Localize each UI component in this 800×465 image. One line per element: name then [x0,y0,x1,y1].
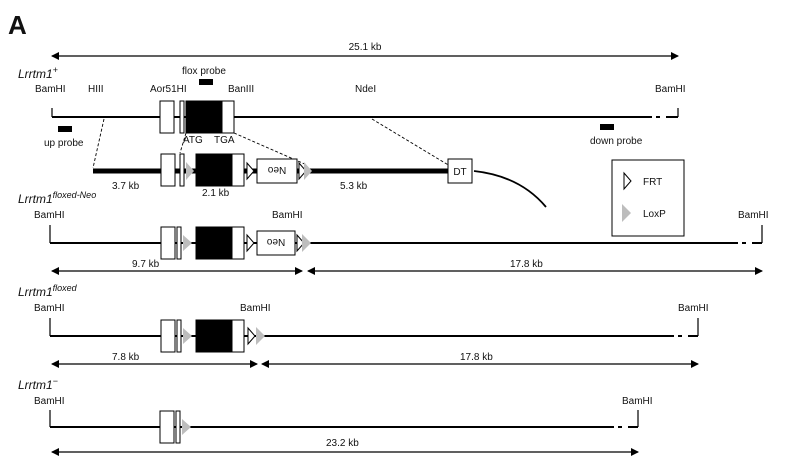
floxed-neo-frt-2 [296,233,305,253]
floxed-exon-1 [160,319,176,353]
vector-exon-2 [179,153,185,187]
floxed-neo-frt-1 [246,233,255,253]
legend-box [611,159,685,237]
vector-right-arm-kb: 5.3 kb [340,181,368,192]
wt-site-ndei: NdeI [355,84,376,95]
vector-frt-1 [246,161,255,181]
null-bamhi-right: BamHI [622,396,653,407]
down-probe-label: down probe [590,136,643,147]
vector-neo-cassette [256,158,298,184]
floxed-neo-loxp-1 [183,235,192,251]
null-total-kb: 23.2 kb [326,438,359,449]
null-allele: Lrrtm1− BamHI BamHI 23.2 kb [18,376,653,456]
flox-probe-label: flox probe [182,66,226,77]
legend-loxp-label: LoxP [643,209,666,220]
null-exon-1 [159,410,175,444]
vector-dt-cassette [447,158,473,184]
wt-exon-1 [159,100,175,134]
legend-frt-label: FRT [643,177,662,188]
wt-site-bamhi-right: BamHI [655,84,686,95]
wt-exon-3 [221,100,235,134]
tga-label: TGA [214,135,235,146]
vector-mid-kb: 2.1 kb [202,188,230,199]
flox-probe-bar [199,79,213,85]
wt-allele-name: Lrrtm1+ [18,65,58,81]
vector-neo-label: Neo [267,164,286,175]
homology-line-ndei [371,118,451,167]
floxed-neo-bamhi-mid: BamHI [272,210,303,221]
legend-loxp-icon [622,204,631,222]
floxed-neo-bamhi-left: BamHI [34,210,65,221]
homology-line-left [92,118,105,169]
floxed-coding-exon [195,319,233,353]
floxed-allele-name: Lrrtm1floxed [18,283,78,299]
null-loxp [182,419,191,435]
null-exon-2 [175,410,181,444]
vector-exon-3 [231,153,245,187]
vector-loxp-2 [304,162,312,180]
homology-line-mid [179,132,187,154]
legend: FRT LoxP [611,159,685,237]
legend-frt-icon [623,171,632,191]
vector-exon-1 [160,153,176,187]
atg-label: ATG [183,135,203,146]
floxed-neo-allele-name: Lrrtm1floxed-Neo [18,190,96,206]
floxed-allele: Lrrtm1floxed BamHI BamHI BamHI 7.8 kb 17… [18,283,709,368]
floxed-right-kb: 17.8 kb [460,352,493,363]
floxed-left-kb: 7.8 kb [112,352,140,363]
floxed-neo-neo-cassette [256,230,296,256]
null-bamhi-left: BamHI [34,396,65,407]
wt-site-baniii: BanIII [228,84,254,95]
floxed-neo-left-kb: 9.7 kb [132,259,160,270]
vector-dt-label: DT [453,167,466,178]
vector-coding-exon [195,153,233,187]
up-probe-label: up probe [44,138,84,149]
wt-allele: 25.1 kb Lrrtm1+ BamHI HIII Aor51HI BanII… [18,42,686,149]
vector-plasmid-tail [473,170,547,208]
wt-total-kb: 25.1 kb [349,42,382,53]
targeting-vector: Neo DT 3.7 kb 2.1 kb 5.3 kb [93,153,547,208]
wt-coding-exon [185,100,223,134]
floxed-frt [247,326,256,346]
floxed-neo-exon-1 [160,226,176,260]
up-probe-bar [58,126,72,132]
floxed-exon-2 [176,319,182,353]
vector-loxp-1 [186,162,194,180]
floxed-neo-bamhi-right: BamHI [738,210,769,221]
vector-left-arm-kb: 3.7 kb [112,181,140,192]
floxed-bamhi-left: BamHI [34,303,65,314]
floxed-loxp-2 [256,327,265,345]
wt-site-hiii: HIII [88,84,104,95]
floxed-bamhi-mid: BamHI [240,303,271,314]
panel-label: A [8,10,27,40]
vector-frt-2 [298,161,307,181]
floxed-neo-exon-2 [176,226,182,260]
down-probe-bar [600,124,614,130]
floxed-neo-right-kb: 17.8 kb [510,259,543,270]
floxed-neo-allele: Lrrtm1floxed-Neo BamHI BamHI BamHI Neo 9… [18,190,769,275]
null-allele-name: Lrrtm1− [18,376,58,392]
floxed-exon-3 [231,319,245,353]
floxed-neo-loxp-2 [302,234,311,252]
floxed-neo-neo-label: Neo [266,236,285,247]
wt-site-aor51hi: Aor51HI [150,84,187,95]
floxed-neo-coding-exon [195,226,233,260]
wt-site-bamhi-left: BamHI [35,84,66,95]
floxed-neo-exon-3 [231,226,245,260]
floxed-loxp-1 [183,328,192,344]
wt-exon-2 [179,100,185,134]
floxed-bamhi-right: BamHI [678,303,709,314]
